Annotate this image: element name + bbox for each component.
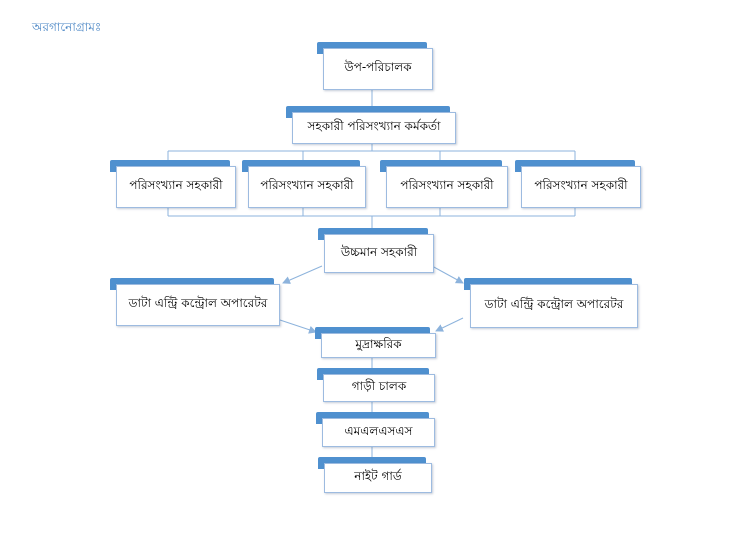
node-night-guard: নাইট গার্ড [318, 457, 432, 493]
node-label: উচ্চমান সহকারী [324, 234, 434, 273]
node-deputy-director: উপ-পরিচালক [317, 42, 433, 90]
node-label: পরিসংখ্যান সহকারী [386, 166, 508, 208]
node-label: পরিসংখ্যান সহকারী [248, 166, 366, 208]
node-mlss: এমএলএসএস [316, 412, 435, 447]
arrow-right-operator-to-typist [435, 317, 464, 332]
node-label: নাইট গার্ড [324, 463, 432, 493]
node-label: এমএলএসএস [322, 418, 435, 447]
node-data-entry-operator-right: ডাটা এন্ট্রি কন্ট্রোল অপারেটর [464, 278, 638, 328]
node-label: পরিসংখ্যান সহকারী [521, 166, 641, 208]
node-statistical-asst-3: পরিসংখ্যান সহকারী [380, 160, 508, 208]
node-data-entry-operator-left: ডাটা এন্ট্রি কন্ট্রোল অপারেটর [110, 278, 280, 326]
arrow-left-operator-to-typist [279, 319, 317, 334]
diagram-heading: অরগানোগ্রামঃ [32, 20, 102, 34]
node-statistical-asst-2: পরিসংখ্যান সহকারী [242, 160, 366, 208]
node-statistical-asst-1: পরিসংখ্যান সহকারী [110, 160, 236, 208]
node-asst-statistical-officer: সহকারী পরিসংখ্যান কর্মকর্তা [286, 106, 456, 144]
node-driver: গাড়ী চালক [317, 368, 435, 402]
node-typist: মুদ্রাক্ষরিক [315, 327, 436, 358]
node-label: পরিসংখ্যান সহকারী [116, 166, 236, 208]
node-label: মুদ্রাক্ষরিক [321, 333, 436, 358]
node-label: গাড়ী চালক [323, 374, 435, 402]
node-label: ডাটা এন্ট্রি কন্ট্রোল অপারেটর [116, 284, 280, 326]
node-label: উপ-পরিচালক [323, 48, 433, 90]
node-label: ডাটা এন্ট্রি কন্ট্রোল অপারেটর [470, 284, 638, 328]
node-label: সহকারী পরিসংখ্যান কর্মকর্তা [292, 112, 456, 144]
arrow-to-right-operator [431, 265, 464, 284]
node-upper-division-asst: উচ্চমান সহকারী [318, 228, 434, 273]
node-statistical-asst-4: পরিসংখ্যান সহকারী [515, 160, 641, 208]
arrow-to-left-operator [282, 265, 323, 284]
